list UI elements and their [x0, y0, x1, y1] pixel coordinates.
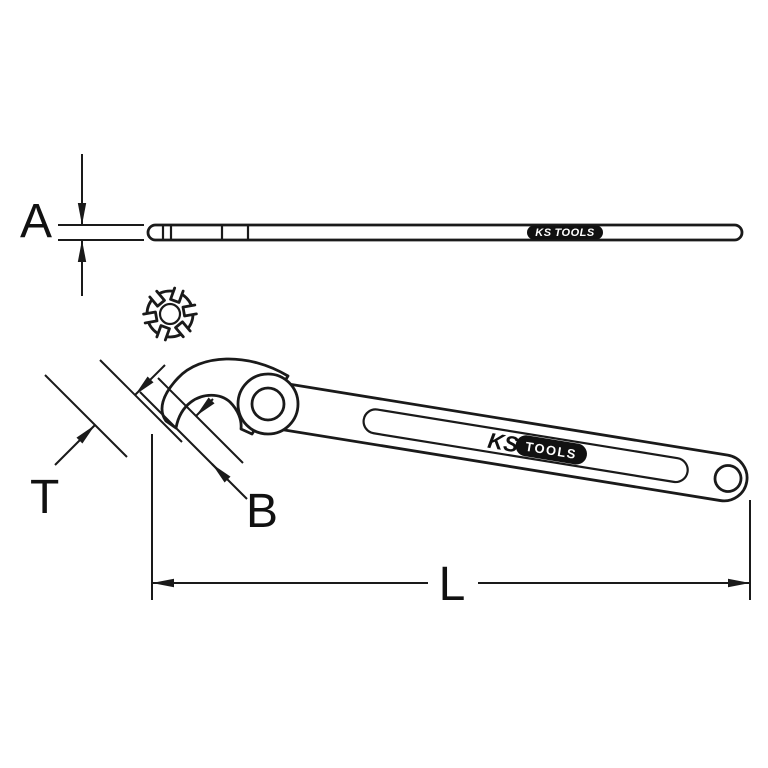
side-view: KS TOOLS — [146, 223, 744, 242]
nut-slot — [148, 289, 166, 308]
nut-slot — [142, 310, 159, 325]
logo-tools-text: TOOLS — [555, 227, 595, 239]
dim-t-extension-line-outer — [44, 374, 128, 458]
ks-tools-logo-pill — [527, 225, 603, 240]
front-view: KS TOOLS — [160, 357, 749, 503]
side-view-bar — [146, 223, 744, 242]
nut-slot — [169, 286, 185, 304]
dim-b-arrow-lower — [211, 463, 248, 500]
nut-inner-circle — [158, 302, 182, 326]
ks-tools-logo-side: KS TOOLS — [527, 225, 603, 240]
dim-l-label: L — [439, 558, 466, 611]
wrench-handle-group: KS TOOLS — [262, 379, 749, 503]
dim-t-arrow-lower — [54, 424, 96, 466]
dim-t-arrow-upper — [134, 364, 166, 396]
ks-tools-logo-pill — [515, 435, 587, 465]
dim-b-label: B — [246, 485, 278, 538]
logo-ks-text: KS — [486, 428, 520, 458]
nut-slot — [174, 320, 192, 339]
dim-a-label: A — [20, 195, 52, 248]
dimension-l: L — [151, 434, 751, 611]
dim-b-extension-line-inner — [157, 377, 244, 464]
nut-slot — [181, 303, 198, 318]
logo-ks-text: KS — [535, 227, 551, 239]
dim-t-extension-line-inner — [99, 359, 183, 443]
dim-b-arrow-upper — [195, 397, 215, 417]
ks-tools-logo-text: KS TOOLS — [535, 227, 595, 239]
dim-b-extension-line-outer — [139, 391, 226, 478]
dimension-a: A — [20, 154, 144, 296]
dimension-b: B — [139, 377, 278, 538]
pivot-pin — [250, 386, 286, 422]
nut-slot — [155, 324, 171, 342]
ks-tools-logo-handle: KS TOOLS — [486, 428, 587, 465]
handle-end-ring-hole — [713, 464, 743, 493]
slotted-nut-view — [142, 286, 198, 342]
dim-t-label: T — [30, 471, 59, 524]
dimension-t: T — [30, 359, 183, 524]
